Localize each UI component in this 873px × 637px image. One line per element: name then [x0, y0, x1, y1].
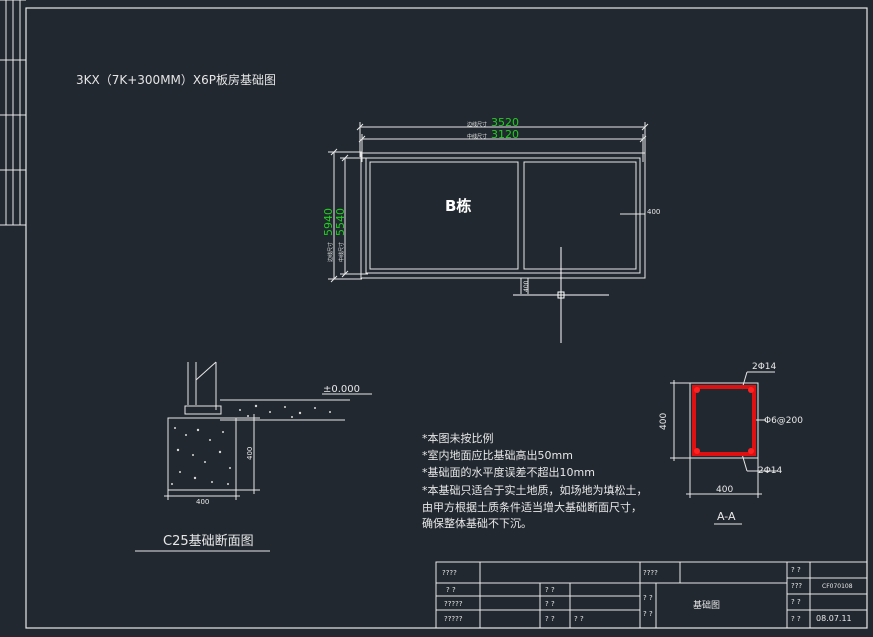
tb-drawing-no: CF070108: [822, 583, 853, 590]
tb-r-label-4: ? ?: [791, 615, 801, 623]
note-line-4: *本基础只适合于实土地质，如场地为填松土，: [422, 483, 648, 497]
c25-width-dim: 400: [196, 498, 209, 506]
elevation-label: ±0.000: [323, 384, 360, 395]
tb-r2-a: ? ?: [446, 586, 456, 594]
tb-r3-a: ?????: [444, 600, 463, 608]
dim-top-outer-value: 3520: [491, 116, 519, 129]
aa-section: [670, 371, 778, 525]
plan-bottom-note: 400: [523, 280, 530, 292]
binding-strip: [0, 0, 26, 226]
tb-r1-left: ????: [442, 569, 457, 577]
dim-top-inner-label: 中线尺寸: [467, 133, 487, 140]
tb-r-label-3: ? ?: [791, 598, 801, 606]
aa-height-dim: 400: [659, 413, 669, 430]
tb-r3-b: ? ?: [545, 600, 555, 608]
tb-r-label-1: ? ?: [791, 566, 801, 574]
tb-date: 08.07.11: [816, 614, 852, 623]
c25-caption: C25基础断面图: [163, 534, 254, 549]
tb-r-label-2: ???: [791, 582, 802, 590]
drawing-title: 3KX（7K+300MM）X6P板房基础图: [76, 72, 276, 87]
c25-section: [135, 361, 372, 552]
tb-mid-tall2: ? ?: [643, 610, 653, 618]
note-line-5: 由甲方根据土质条件适当增大基础断面尺寸，: [422, 500, 642, 514]
notes-block: *本图未按比例 *室内地面应比基础高出50mm *基础面的水平度误差不超出10m…: [422, 431, 648, 530]
dim-left-inner-label: 中线尺寸: [338, 242, 345, 262]
tb-r2-b: ? ?: [545, 586, 555, 594]
building-label: B栋: [445, 197, 471, 215]
dim-top-outer-label: 边线尺寸: [467, 121, 487, 128]
plan-bottom-leader: [520, 278, 529, 294]
aa-rebar: [692, 385, 756, 456]
tb-mid-tall: ? ?: [643, 594, 653, 602]
title-block: [435, 561, 868, 629]
plan-right-note: 400: [647, 208, 660, 216]
plan-top-dimensions: [356, 122, 649, 162]
tb-r1-mid: ????: [643, 569, 658, 577]
note-line-3: *基础面的水平度误差不超出10mm: [422, 465, 595, 479]
aa-width-dim: 400: [716, 485, 733, 495]
tb-r4-a: ?????: [444, 615, 463, 623]
dim-left-outer-value: 5940: [322, 208, 335, 236]
drawing-border: [25, 7, 868, 629]
aa-rebar-top: 2Φ14: [752, 362, 777, 372]
aa-rebar-bottom: 2Φ14: [758, 466, 783, 476]
crosshair-cursor: [513, 247, 609, 343]
plan-left-dimensions: [328, 148, 368, 283]
note-line-2: *室内地面应比基础高出50mm: [422, 448, 573, 462]
title-block-text: ???? ???? ? ? ? ? ????? ? ? ????? ? ? ? …: [442, 566, 853, 623]
dim-top-inner-value: 3120: [491, 128, 519, 141]
note-line-6: 确保整体基础不下沉。: [422, 516, 532, 530]
tb-r4-c: ? ?: [574, 615, 584, 623]
c25-height-dim: 400: [246, 447, 254, 460]
note-line-1: *本图未按比例: [422, 431, 494, 445]
aa-stirrup: Φ6@200: [764, 416, 803, 426]
c25-concrete-hatch: [171, 404, 331, 485]
dim-left-outer-label: 边线尺寸: [327, 242, 334, 262]
tb-drawing-name: 基础图: [693, 599, 720, 611]
tb-r4-b: ? ?: [545, 615, 555, 623]
dim-left-inner-value: 5540: [334, 208, 347, 236]
foundation-plan: [360, 152, 646, 279]
aa-caption: A-A: [717, 510, 736, 523]
